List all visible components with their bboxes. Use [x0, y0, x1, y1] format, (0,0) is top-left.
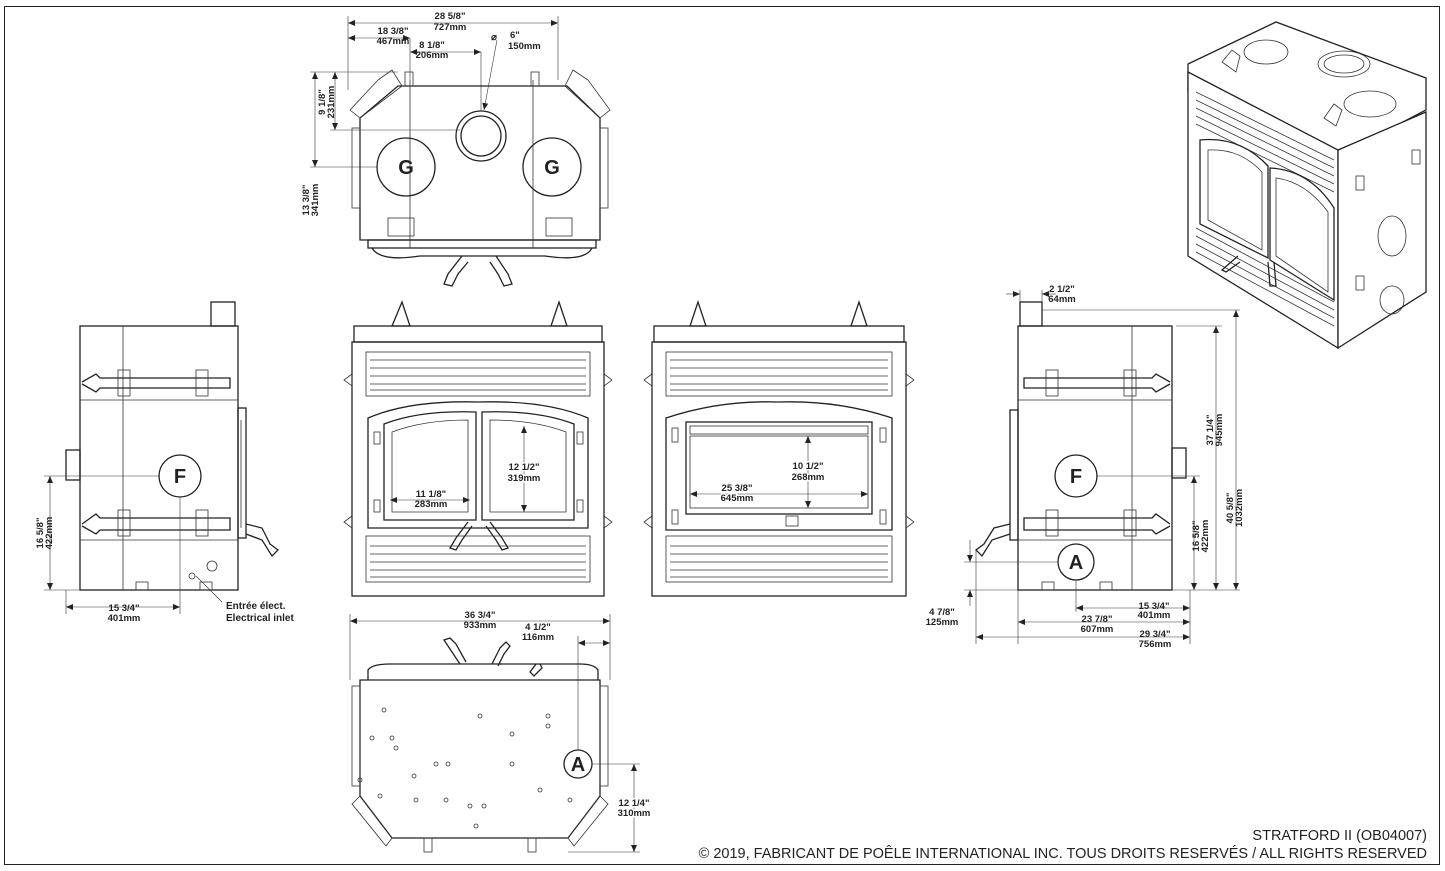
dim-bot-a-in: 4 1/2"	[525, 622, 551, 633]
glass-dimension-lines	[690, 436, 868, 508]
copyright-notice: © 2019, FABRICANT DE POÊLE INTERNATIONAL…	[698, 846, 1427, 862]
dim-side-h2-mm: 1032mm	[1234, 489, 1245, 527]
dim-top-width-mm: 727mm	[434, 22, 467, 33]
dim-side-w1-mm: 401mm	[1138, 610, 1171, 621]
right-dimension-lines	[964, 290, 1240, 644]
dim-side-w2-mm: 607mm	[1081, 624, 1114, 635]
dim-flue-dia-symbol: ⌀	[491, 32, 497, 43]
dim-side-a-mm: 125mm	[926, 617, 959, 628]
dim-bot-w-mm: 933mm	[464, 620, 497, 631]
title-block: STRATFORD II (OB04007) © 2019, FABRICANT…	[699, 827, 1427, 863]
dim-top-g-in: 18 3/8"	[378, 26, 409, 37]
dim-side-h2-in: 40 5/8"	[1225, 493, 1236, 524]
dim-side-h1-mm: 945mm	[1214, 414, 1225, 447]
dim-left-h-in: 16 5/8"	[35, 518, 46, 549]
dim-flue-dia-mm: 150mm	[508, 41, 541, 52]
front-view-glass	[643, 299, 915, 597]
dim-flue-dia-in: 6"	[510, 30, 520, 41]
dim-glass-h-in: 10 1/2"	[793, 461, 824, 472]
left-dimension-lines	[44, 475, 223, 614]
front-view-doors	[343, 299, 613, 597]
dim-door-h-in: 12 1/2"	[509, 462, 540, 473]
dim-top-depth1-mm: 231mm	[326, 86, 337, 119]
bottom-dimension-lines	[349, 614, 640, 853]
dim-left-w-mm: 401mm	[108, 613, 141, 624]
dim-top-depth2-in: 13 3/8"	[301, 185, 312, 216]
dim-side-a-in: 4 7/8"	[929, 607, 955, 618]
right-side-view	[975, 301, 1187, 591]
dim-side-h1-in: 37 1/4"	[1205, 415, 1216, 446]
dim-side-w3-mm: 756mm	[1139, 639, 1172, 650]
top-dimension-lines	[310, 16, 559, 168]
dim-side-w2-in: 23 7/8"	[1082, 614, 1113, 625]
dim-side-off-mm: 64mm	[1048, 294, 1075, 305]
left-side-view	[65, 301, 279, 591]
dim-door-h-mm: 319mm	[508, 473, 541, 484]
dim-door-w-in: 11 1/8"	[416, 489, 446, 500]
dim-top-flue-in: 8 1/8"	[419, 40, 445, 51]
label-g-left: G	[398, 157, 414, 179]
label-a-bottom: A	[571, 754, 585, 776]
dim-side-w1-in: 15 3/4"	[1139, 601, 1170, 612]
dim-bot-d-in: 12 1/4"	[619, 798, 650, 809]
drawing-frame	[4, 6, 1440, 865]
top-view	[349, 69, 611, 287]
note-electrical-fr: Entrée élect.	[226, 601, 286, 612]
model-name: STRATFORD II (OB04007)	[1252, 828, 1427, 844]
dim-side-w3-in: 29 3/4"	[1140, 629, 1171, 640]
label-a-right: A	[1069, 552, 1083, 574]
dim-left-h-mm: 422mm	[44, 517, 55, 550]
label-g-right: G	[544, 157, 560, 179]
dim-top-flue-mm: 206mm	[416, 50, 449, 61]
dim-top-depth2-mm: 341mm	[310, 184, 321, 217]
dim-glass-w-in: 25 3/8"	[722, 483, 753, 494]
door-dimension-lines	[390, 426, 527, 512]
dim-top-width-in: 28 5/8"	[435, 11, 466, 22]
dim-bot-w-in: 36 3/4"	[465, 610, 496, 621]
dim-door-w-mm: 283mm	[415, 499, 448, 510]
dim-side-f-mm: 422mm	[1200, 520, 1211, 553]
dim-glass-h-mm: 268mm	[792, 472, 825, 483]
note-electrical-en: Electrical inlet	[226, 613, 294, 624]
dim-bot-a-mm: 116mm	[522, 632, 554, 643]
dim-top-g-mm: 467mm	[377, 36, 410, 47]
dim-top-depth1-in: 9 1/8"	[317, 89, 328, 115]
label-f-right: F	[1070, 466, 1082, 488]
label-f-left: F	[174, 466, 186, 488]
dim-glass-w-mm: 645mm	[721, 493, 754, 504]
dim-side-f-in: 16 5/8"	[1191, 521, 1202, 552]
dim-side-off-in: 2 1/2"	[1049, 284, 1075, 295]
dim-left-w-in: 15 3/4"	[109, 603, 140, 614]
bottom-view	[351, 637, 609, 853]
dim-bot-d-mm: 310mm	[618, 808, 651, 819]
isometric-view	[1187, 21, 1427, 350]
